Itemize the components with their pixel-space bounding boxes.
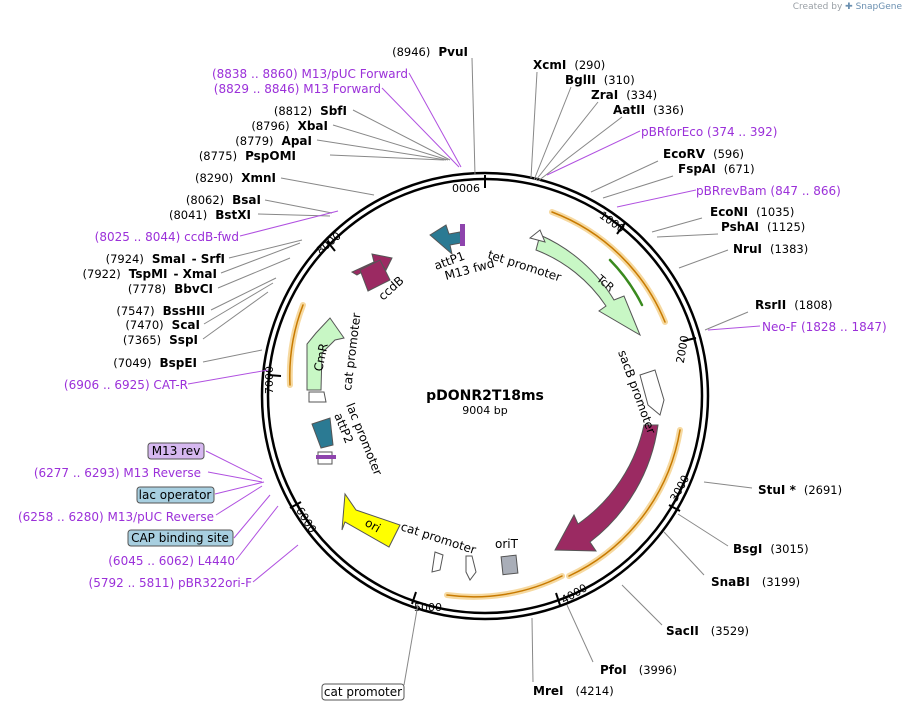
primer-leaders (187, 72, 761, 686)
site-mrei[interactable]: MreI(4214) (533, 684, 614, 698)
primer-labels: (8838 .. 8860) M13/pUC Forward (8829 .. … (18, 67, 887, 590)
site-bstxi[interactable]: (8041)BstXI (169, 208, 251, 222)
site-sbfi[interactable]: (8812)SbfI (274, 104, 347, 118)
feature-label-orit: oriT (495, 537, 519, 551)
site-stui[interactable]: StuI *(2691) (758, 483, 842, 497)
site-bspei[interactable]: (7049)BspEI (113, 356, 197, 370)
site-bsai[interactable]: (8062)BsaI (186, 193, 261, 207)
primer-m13-puc-forward[interactable]: (8838 .. 8860) M13/pUC Forward (212, 67, 408, 81)
boxed-cat-promoter-label: cat promoter (324, 685, 402, 699)
site-xbai[interactable]: (8796)XbaI (251, 119, 328, 133)
feature-label-cat-promoter-2: cat promoter (340, 312, 363, 391)
site-ecorv[interactable]: EcoRV(596) (663, 147, 744, 161)
feature-sacb-arrow[interactable]: SacB (554, 424, 659, 552)
site-bglii[interactable]: BglII(310) (565, 73, 635, 87)
tick-label: 5000 (414, 601, 442, 614)
site-pspomi[interactable]: (8775)PspOMI (199, 149, 296, 163)
tick-label: 7000 (263, 366, 276, 394)
site-sspi[interactable]: (7365)SspI (123, 333, 198, 347)
feature-orit[interactable]: oriT (495, 537, 519, 576)
site-zrai[interactable]: ZraI(334) (591, 88, 657, 102)
site-rsrii[interactable]: RsrII(1808) (755, 298, 832, 312)
site-tspmi[interactable]: (7922)TspMI- XmaI (83, 267, 217, 281)
site-snabi[interactable]: SnaBI(3199) (711, 575, 800, 589)
primer-m13-forward[interactable]: (8829 .. 8846) M13 Forward (214, 82, 381, 96)
feature-cat-promoter-small[interactable]: cat promoter (399, 520, 478, 581)
boxed-features: M13 rev lac operator CAP binding site ca… (127, 442, 405, 701)
boxed-cat-promoter[interactable]: cat promoter (321, 683, 405, 701)
site-econi[interactable]: EcoNI(1035) (710, 205, 794, 219)
tick-label: 8000 (314, 229, 344, 257)
tick-marks (267, 175, 697, 606)
feature-tcr-arrow[interactable]: TcR (535, 234, 642, 337)
site-apai[interactable]: (8779)ApaI (235, 134, 312, 148)
site-aatii[interactable]: AatII(336) (613, 103, 684, 117)
primer-neo-f[interactable]: Neo-F (1828 .. 1847) (762, 320, 887, 334)
site-scai[interactable]: (7470)ScaI (125, 318, 200, 332)
feature-sacb-promoter[interactable]: sacB promoter (615, 348, 665, 436)
primer-cat-r[interactable]: (6906 .. 6925) CAT-R (64, 378, 188, 392)
site-smai[interactable]: (7924)SmaI- SrfI (106, 252, 225, 266)
boxed-lac-operator[interactable]: lac operator (136, 486, 215, 504)
credit-prefix: Created by (792, 2, 843, 12)
plasmid-name: pDONR2T18ms (426, 388, 544, 404)
orf-arcs (286, 209, 683, 600)
primer-ccdb-fwd[interactable]: (8025 .. 8044) ccdB-fwd (95, 230, 239, 244)
credit-brand: SnapGene (855, 2, 902, 12)
site-bsshii[interactable]: (7547)BssHII (116, 304, 205, 318)
primer-m13-reverse[interactable]: (6277 .. 6293) M13 Reverse (34, 466, 201, 480)
sites-left: (8946)PvuI (8812)SbfI (8796)XbaI (8779)A… (83, 45, 468, 370)
site-xmni[interactable]: (8290)XmnI (195, 171, 276, 185)
primer-pbr322ori-f[interactable]: (5792 .. 5811) pBR322ori-F (89, 576, 253, 590)
site-pvui[interactable]: (8946)PvuI (392, 45, 468, 59)
feature-attp2[interactable]: lac promoter attP2 (311, 401, 385, 477)
primer-pbrforeco[interactable]: pBRforEco (374 .. 392) (641, 125, 777, 139)
tick-label: 6000 (293, 505, 319, 536)
boxed-m13-rev[interactable]: M13 rev (147, 442, 205, 460)
tick-label: 4000 (559, 581, 590, 606)
tick-label: 2000 (674, 334, 692, 364)
feature-ccdb-arrow[interactable]: ccdB (350, 253, 407, 303)
primer-m13-puc-reverse[interactable]: (6258 .. 6280) M13/pUC Reverse (18, 510, 214, 524)
feature-label-cmr: CmR (311, 342, 331, 373)
site-xcmi[interactable]: XcmI(290) (533, 58, 605, 72)
site-bbvci[interactable]: (7778)BbvCI (128, 282, 213, 296)
feature-label-cat-promoter: cat promoter (399, 520, 478, 557)
credit-logo-icon: ✚ (845, 2, 853, 12)
site-leaders (202, 57, 753, 683)
boxed-lac-operator-label: lac operator (139, 488, 212, 502)
tick-label: 9000 (452, 181, 480, 194)
boxed-cap-binding-site-label: CAP binding site (131, 531, 229, 545)
site-pshai[interactable]: PshAI(1125) (721, 220, 805, 234)
site-bsgi[interactable]: BsgI(3015) (733, 542, 809, 556)
primer-pbrrevbam[interactable]: pBRrevBam (847 .. 866) (696, 184, 841, 198)
site-fspai[interactable]: FspAI(671) (678, 162, 755, 176)
boxed-m13-rev-label: M13 rev (152, 444, 201, 458)
feature-label-ori: ori (363, 515, 384, 535)
feature-attp1[interactable]: attP1 M13 fwd (429, 224, 496, 283)
site-nrui[interactable]: NruI(1383) (733, 242, 808, 256)
feature-cmr-arrow[interactable]: CmR cat promoter (306, 312, 364, 403)
site-sacii[interactable]: SacII(3529) (666, 624, 749, 638)
primer-l4440[interactable]: (6045 .. 6062) L4440 (108, 554, 235, 568)
sites-right: XcmI(290) BglII(310) ZraI(334) AatII(336… (533, 58, 842, 698)
plasmid-length: 9004 bp (462, 404, 507, 417)
snapgene-credit: Created by ✚ SnapGene (793, 2, 902, 12)
boxed-cap-binding-site[interactable]: CAP binding site (127, 529, 234, 547)
site-pfoi[interactable]: PfoI(3996) (600, 663, 677, 677)
feature-ori-arrow[interactable]: ori (341, 492, 401, 548)
